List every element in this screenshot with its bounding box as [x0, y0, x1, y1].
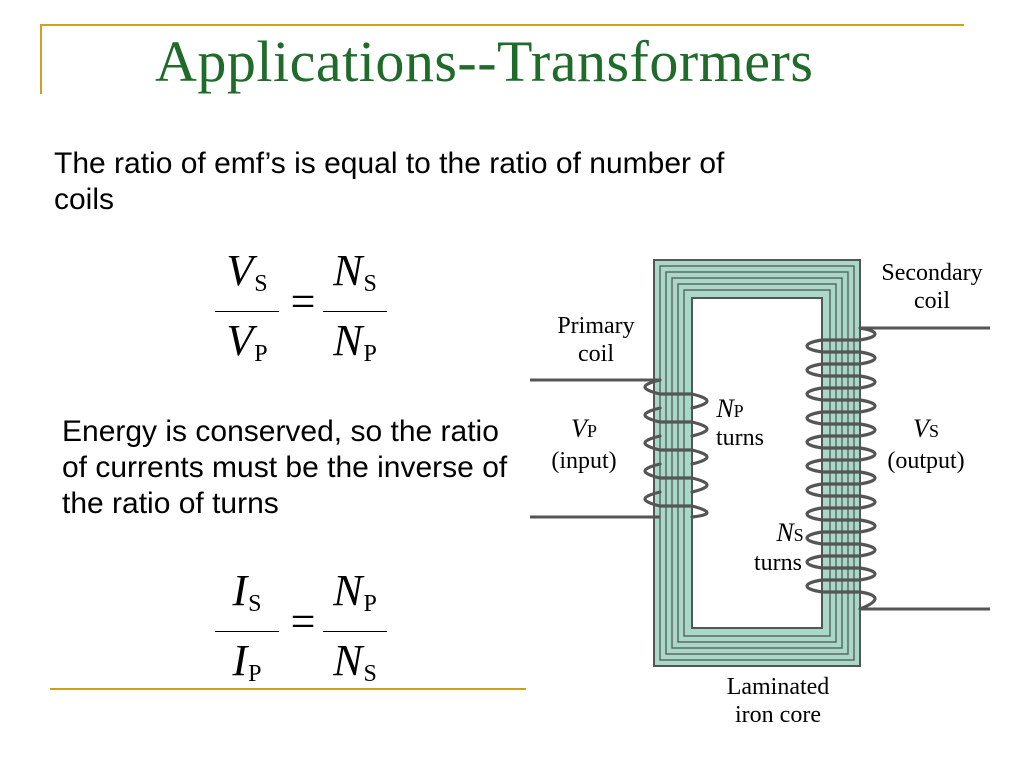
- primary-coil-label-line1: Primary: [557, 313, 634, 339]
- vs-over-vp-fraction: VS VP: [215, 248, 279, 377]
- ns-turns-caption: turns: [754, 550, 802, 576]
- slide-title: Applications--Transformers: [155, 29, 814, 94]
- ns-over-np-fraction: NS NP: [323, 248, 387, 377]
- secondary-output-wires: [860, 326, 990, 611]
- fraction-numerator: NS: [323, 248, 387, 312]
- fraction-numerator: VS: [215, 248, 279, 312]
- np-turns-caption: turns: [716, 425, 764, 451]
- primary-input-wires: [530, 378, 660, 519]
- current-ratio-equation: IS IP = NP NS: [215, 568, 395, 687]
- bottom-rule: [50, 688, 526, 690]
- secondary-coil: [805, 326, 877, 611]
- vp-label: VP: [571, 414, 597, 443]
- left-rule: [40, 24, 42, 94]
- primary-coil: [643, 378, 709, 519]
- vp-input-caption: (input): [551, 448, 616, 474]
- fraction-denominator: IP: [232, 636, 262, 688]
- core-label-line1: Laminated: [727, 674, 830, 700]
- equals-sign: =: [290, 277, 316, 326]
- np-over-ns-fraction: NP NS: [323, 568, 387, 697]
- iron-core: [653, 259, 861, 667]
- vs-label: VS: [913, 414, 939, 443]
- fraction-numerator: NP: [323, 568, 387, 632]
- secondary-coil-label-line1: Secondary: [881, 260, 982, 286]
- transformer-diagram: Secondary coil Primary coil VP (input) N…: [520, 245, 1000, 745]
- voltage-ratio-equation: VS VP = NS NP: [215, 248, 395, 367]
- primary-coil-label-line2: coil: [578, 341, 614, 367]
- emf-ratio-text: The ratio of emf’s is equal to the ratio…: [54, 147, 725, 216]
- np-label: NP: [715, 394, 743, 423]
- top-rule: [40, 24, 964, 26]
- vs-output-caption: (output): [887, 448, 964, 474]
- secondary-coil-label-line2: coil: [914, 288, 950, 314]
- core-label-line2: iron core: [735, 702, 821, 728]
- ns-label: NS: [775, 518, 803, 547]
- equals-sign: =: [290, 597, 316, 646]
- fraction-denominator: NP: [333, 316, 377, 368]
- fraction-denominator: NS: [333, 636, 377, 688]
- is-over-ip-fraction: IS IP: [215, 568, 279, 697]
- fraction-numerator: IS: [215, 568, 279, 632]
- fraction-denominator: VP: [226, 316, 268, 368]
- energy-conserved-text: Energy is conserved, so the ratio of cur…: [62, 415, 508, 520]
